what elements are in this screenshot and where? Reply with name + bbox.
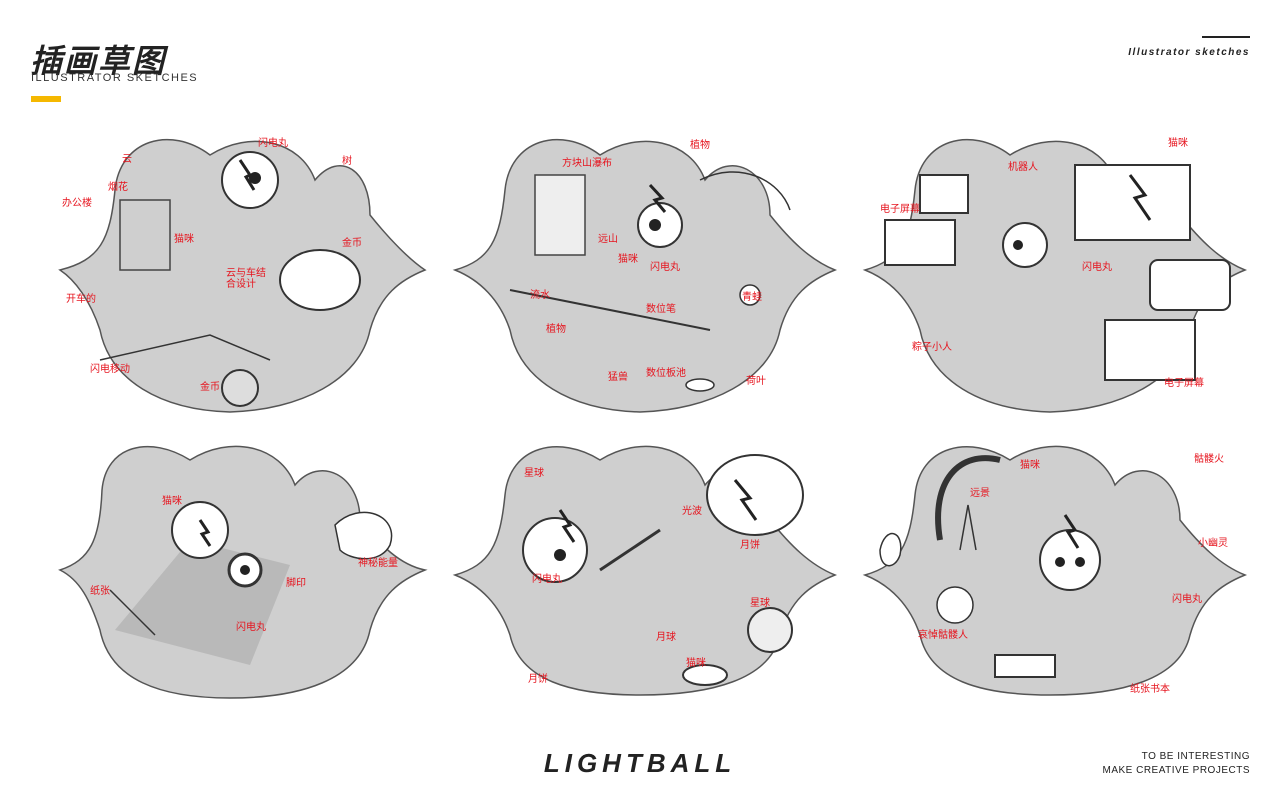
sketch-label: 数位板池 (646, 368, 686, 379)
sketch-label: 猫咪 (618, 254, 638, 265)
sketch-label: 植物 (690, 140, 710, 151)
sketch-label: 粽子小人 (912, 342, 952, 353)
sketch-label: 闪电丸 (532, 574, 562, 585)
sketch-label: 纸张 (90, 586, 110, 597)
sketch-panel-1: 闪电丸 云 烟花 树 办公楼 猫咪 金币 云与车结合设计 开车的 闪电移动 金币 (40, 120, 430, 420)
top-right-rule (1202, 36, 1250, 38)
sketch-panel-6: 猫咪 骷髅火 远景 小幽灵 闪电丸 哀悼骷髅人 纸张书本 (860, 430, 1250, 730)
sketch-drawing-5 (452, 445, 838, 696)
top-right-caption: Illustrator sketches (1128, 47, 1250, 58)
sketch-panel-3: 猫咪 机器人 电子屏幕 闪电丸 粽子小人 电子屏幕 (860, 120, 1250, 420)
sketch-label: 月饼 (740, 540, 760, 551)
sketch-label: 荷叶 (746, 376, 766, 387)
sketch-label: 闪电丸 (650, 262, 680, 273)
sketch-label: 电子屏幕 (1164, 378, 1204, 389)
sketch-label: 云 (122, 154, 132, 165)
sketch-label: 方块山瀑布 (562, 158, 612, 169)
sketch-label: 远山 (598, 234, 618, 245)
tagline-line-1: TO BE INTERESTING (1141, 751, 1250, 762)
sketch-label: 闪电丸 (1172, 594, 1202, 605)
sketch-label: 骷髅火 (1194, 454, 1224, 465)
sketch-label: 闪电移动 (90, 364, 130, 375)
sketch-label: 星球 (750, 598, 770, 609)
page-title: 插画草图 (30, 42, 167, 80)
sketch-label: 月球 (656, 632, 676, 643)
sketch-panel-4: 猫咪 纸张 脚印 闪电丸 神秘能量 (40, 430, 430, 730)
sketch-label: 烟花 (108, 182, 128, 193)
sketch-label: 流水 (530, 290, 550, 301)
tagline-line-2: MAKE CREATIVE PROJECTS (1102, 765, 1250, 776)
sketch-label: 开车的 (66, 294, 96, 305)
sketch-label: 猫咪 (162, 496, 182, 507)
sketch-panel-2: 植物 方块山瀑布 远山 猫咪 闪电丸 流水 数位笔 青蛙 植物 猛兽 数位板池 … (450, 120, 840, 420)
sketch-label: 金币 (342, 238, 362, 249)
sketch-label: 星球 (524, 468, 544, 479)
sketch-label: 数位笔 (646, 304, 676, 315)
sketch-label: 纸张书本 (1130, 684, 1170, 695)
sketch-label: 植物 (546, 324, 566, 335)
sketch-label: 闪电丸 (1082, 262, 1112, 273)
sketch-label: 月饼 (528, 674, 548, 685)
sketch-label: 猫咪 (1020, 460, 1040, 471)
sketch-drawing-3 (862, 139, 1248, 413)
sketch-label: 神秘能量 (358, 558, 398, 569)
sketch-label: 哀悼骷髅人 (918, 630, 968, 641)
brand-logo: LIGHTBALL (543, 748, 737, 778)
accent-bar (31, 96, 61, 102)
sketch-drawing-2 (452, 139, 838, 413)
page-subtitle: ILLUSTRATOR SKETCHES (31, 72, 199, 84)
sketch-label: 小幽灵 (1198, 538, 1228, 549)
sketch-label: 猫咪 (1168, 138, 1188, 149)
sketch-label: 办公楼 (62, 198, 92, 209)
sketch-label: 光波 (682, 506, 702, 517)
sketch-label: 树 (342, 156, 352, 167)
sketch-label: 云与车结合设计 (226, 268, 266, 290)
sketch-label: 青蛙 (742, 292, 762, 303)
sketch-label: 电子屏幕 (880, 204, 920, 215)
sketch-label: 闪电丸 (236, 622, 266, 633)
sketch-label: 猫咪 (174, 234, 194, 245)
sketch-label: 金币 (200, 382, 220, 393)
sketch-label: 猛兽 (608, 372, 628, 383)
sketch-label: 远景 (970, 488, 990, 499)
sketch-drawing-4 (58, 445, 428, 699)
sketch-label: 猫咪 (686, 658, 706, 669)
sketch-label: 机器人 (1008, 162, 1038, 173)
sketch-drawing-1 (58, 139, 427, 413)
sketch-label: 脚印 (286, 578, 306, 589)
sketch-panel-5: 星球 光波 闪电丸 月饼 星球 月球 猫咪 月饼 (450, 430, 840, 730)
tagline: TO BE INTERESTING MAKE CREATIVE PROJECTS (1102, 750, 1250, 778)
sketch-drawing-6 (862, 445, 1248, 696)
sketch-label: 闪电丸 (258, 138, 288, 149)
